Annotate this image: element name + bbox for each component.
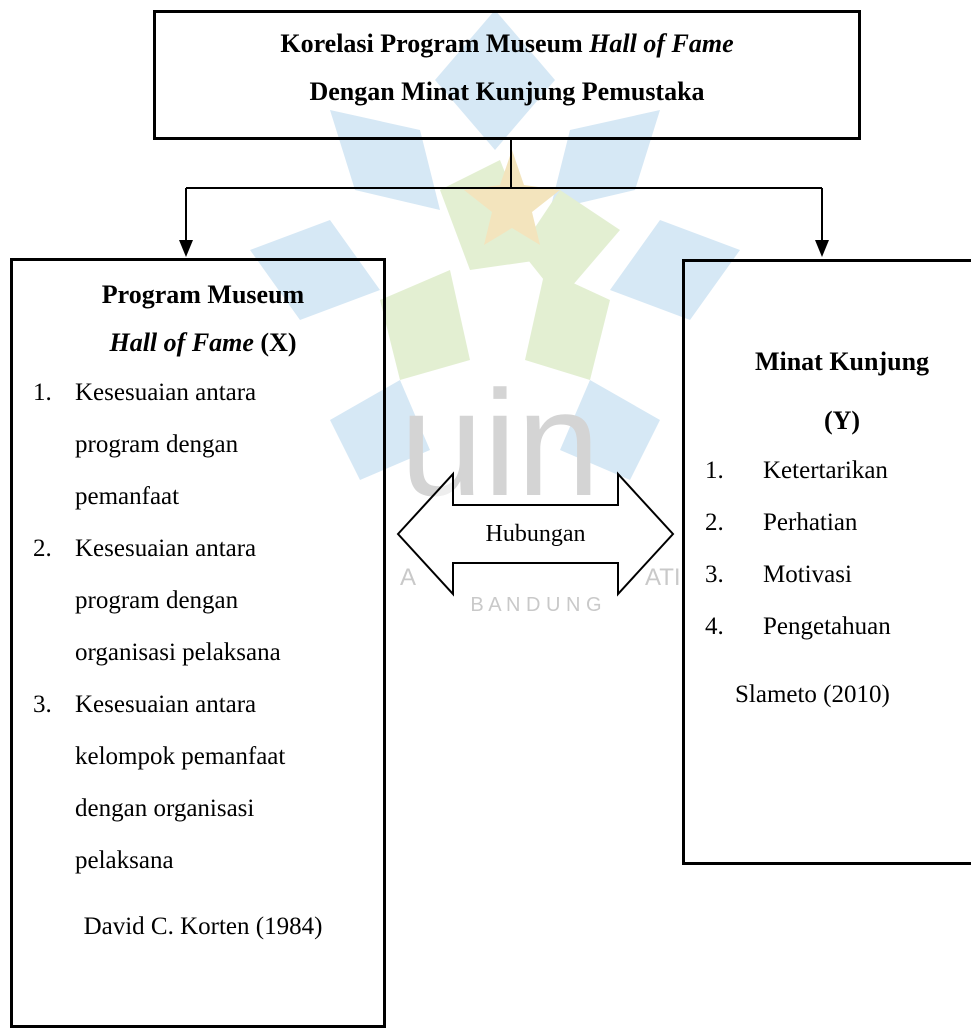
variable-x-title-line-2: Hall of Fame (X) [33,323,373,363]
watermark-petal [560,380,660,480]
list-item: 2. Kesesuaian antara program dengan orga… [33,523,373,679]
variable-x-box: Program Museum Hall of Fame (X) 1. Keses… [10,258,386,1028]
arrowhead-left [179,240,193,257]
list-item-number: 4. [705,613,724,640]
list-item: 3. Motivasi [705,549,971,601]
watermark-arc-right: ATI [645,564,681,591]
watermark-petal [435,10,555,150]
list-item-number: 1. [33,379,52,406]
watermark-petal [250,220,380,320]
watermark-petal [330,380,430,480]
title-box: Korelasi Program Museum Hall of Fame Den… [153,10,861,140]
variable-y-source: Slameto (2010) [735,681,890,708]
watermark-petal [610,220,740,320]
list-item-number: 3. [705,561,724,588]
watermark-petal [330,110,440,210]
list-item-number: 3. [33,691,52,718]
list-item-line: Kesesuaian antara [75,691,257,718]
variable-x-title-italic: Hall of Fame [109,328,254,357]
arrowhead-right [815,240,829,257]
list-item-line: program dengan [75,431,239,458]
title-line-1-prefix: Korelasi Program Museum [280,29,590,58]
watermark-petal [550,110,660,210]
list-item-label: Motivasi [763,561,852,588]
list-item-number: 2. [33,535,52,562]
watermark-petal [380,270,470,380]
variable-x-indicator-list: 1. Kesesuaian antara program dengan pema… [33,367,373,887]
variable-x-title-line-1: Program Museum [101,280,305,309]
watermark-petal [525,270,610,380]
list-item-number: 1. [705,457,724,484]
list-item-number: 2. [705,509,724,536]
watermark-city: B A N D U N G [470,594,601,616]
title-line-1: Korelasi Program Museum Hall of Fame [156,24,858,64]
double-arrow [396,471,675,597]
title-line-1-italic: Hall of Fame [589,29,734,58]
title-line-2: Dengan Minat Kunjung Pemustaka [309,77,705,106]
variable-x-source: David C. Korten (1984) [83,913,323,940]
list-item-line: dengan organisasi [75,795,255,822]
list-item: 1. Kesesuaian antara program dengan pema… [33,367,373,523]
variable-y-title-line-1: Minat Kunjung [754,347,930,376]
list-item-label: Ketertarikan [763,457,888,484]
list-item-label: Perhatian [763,509,858,536]
list-item-line: Kesesuaian antara [75,535,257,562]
watermark-arc-left: A [400,564,416,591]
list-item-line: pemanfaat [75,483,180,510]
list-item: 3. Kesesuaian antara kelompok pemanfaat … [33,679,373,887]
list-item-line: organisasi pelaksana [75,639,281,666]
list-item: 2. Perhatian [705,497,971,549]
watermark-star [464,150,560,245]
list-item-line: Kesesuaian antara [75,379,257,406]
variable-y-title-line-2: (Y) [823,406,861,435]
list-item: 1. Ketertarikan [705,445,971,497]
list-item-line: kelompok pemanfaat [75,743,286,770]
variable-y-box: Minat Kunjung (Y) 1. Ketertarikan 2. Perha… [682,259,971,865]
variable-x-title-suffix: (X) [253,328,297,357]
list-item-line: pelaksana [75,847,174,874]
list-item: 4. Pengetahuan [705,601,971,653]
relation-label: Hubungan [485,521,586,547]
variable-y-indicator-list: 1. Ketertarikan 2. Perhatian 3. Motivasi 4.… [705,445,971,653]
list-item-label: Pengetahuan [763,613,891,640]
list-item-line: program dengan [75,587,239,614]
